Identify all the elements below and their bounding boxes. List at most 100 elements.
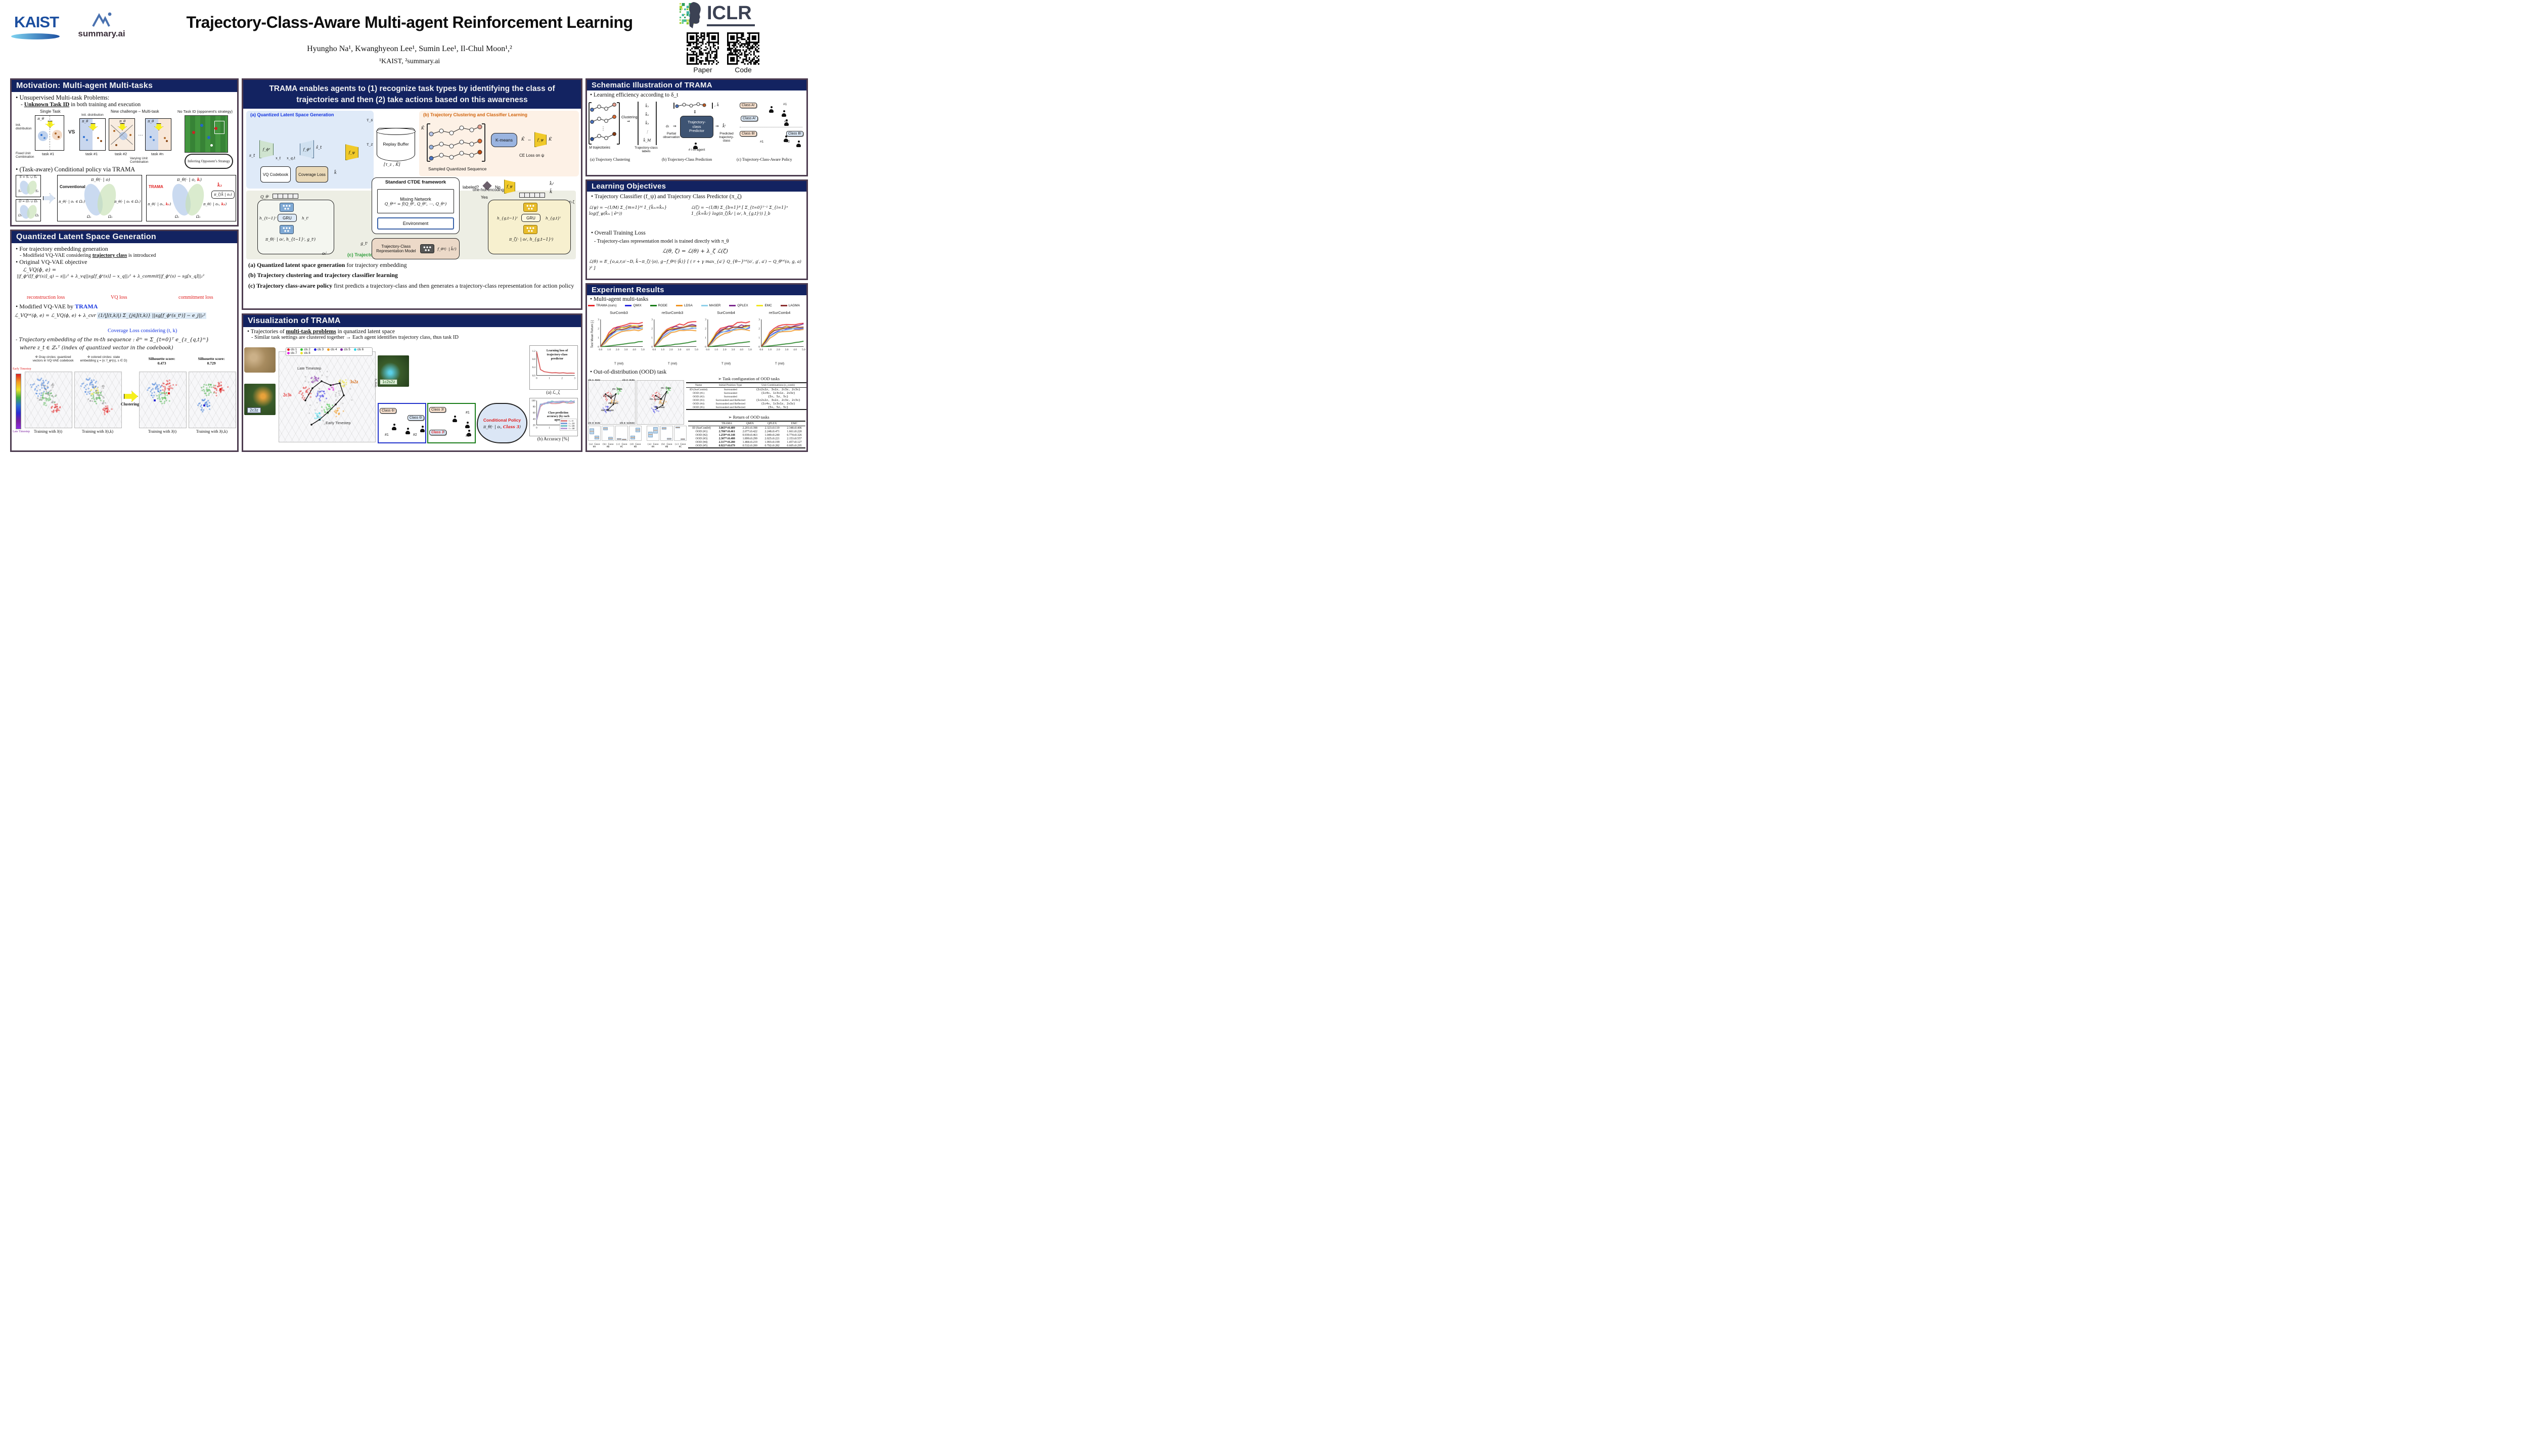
svg-text:2.0: 2.0 bbox=[616, 348, 619, 351]
init-dist-label1: Init. distribution bbox=[16, 123, 32, 130]
subplot-title: reSurComb4 bbox=[769, 310, 791, 315]
gray-circles-note: ※ Gray circles: quantized vectors in VQ-… bbox=[32, 355, 74, 363]
policy-right-label: π_ζ(· | oₜⁱ, h_{g,t−1}ⁱ) bbox=[509, 237, 554, 242]
task1a-label: task #1 bbox=[42, 152, 55, 156]
coverage-term: (1/|J(t,k)|) Σ_{j∈J(t,k)} ||sg[f_ϕᵉ(s_tᵏ… bbox=[97, 312, 207, 319]
svg-text:20: 20 bbox=[533, 424, 536, 427]
header: KAIST summary.ai Trajectory-Class-Aware … bbox=[0, 0, 809, 77]
authors: Hyungho Na¹, Kwanghyeon Lee¹, Sumin Lee¹… bbox=[307, 44, 512, 53]
table-cell: OOD (#1) bbox=[693, 391, 705, 395]
timestep-colorbar bbox=[16, 374, 21, 429]
taus-label: τ_s bbox=[367, 118, 373, 123]
Qi-label: Q_θⁱ bbox=[260, 195, 269, 200]
venn2-o2: Ω₂ bbox=[35, 214, 39, 217]
where-line: where z_t ∈ ℤ₊ᵀ (index of quantized vect… bbox=[20, 345, 173, 351]
silhouette-value-1: 0.473 bbox=[157, 361, 166, 366]
class6-box: Class 6! Class 6! #1 #2 bbox=[378, 403, 426, 443]
qr-code-label: Code bbox=[735, 66, 752, 74]
agent-icon bbox=[782, 110, 786, 117]
motivation-bullet1: • Unsupervised Multi-task Problems: bbox=[16, 94, 110, 101]
soccer-image bbox=[185, 115, 228, 153]
svg-text:1: 1 bbox=[549, 427, 550, 429]
clustering-step-label: Clustering⇒ bbox=[621, 116, 638, 123]
poster-title: Trajectory-Class-Aware Multi-agent Reinf… bbox=[186, 13, 633, 31]
svg-text:2: 2 bbox=[561, 377, 563, 380]
svg-text:0: 0 bbox=[536, 427, 537, 429]
svg-text:0.0: 0.0 bbox=[759, 348, 763, 351]
boxplot-thumb: (a) Case #A bbox=[647, 426, 659, 448]
quantized-bullet2: • Original VQ-VAE objective bbox=[16, 258, 87, 265]
svg-text:0.4: 0.4 bbox=[532, 367, 536, 369]
gru-right: GRU bbox=[521, 214, 540, 222]
trama-omega1: Ω₁ bbox=[175, 215, 179, 219]
svg-text:4.0: 4.0 bbox=[740, 348, 743, 351]
viz-sub: - Similar task settings are clustered to… bbox=[251, 335, 459, 340]
class6-bubble-2: Class 6! bbox=[407, 415, 424, 421]
vqvae-eq-rhs: ||f_ϕᵈ([f_ϕᵉ(s)]_q) − s||₂² + λ_vq||sg[f… bbox=[17, 274, 205, 279]
table-cell: OOD (#2) bbox=[693, 395, 705, 398]
fixed-unit-label: Fixed Unit Combination bbox=[16, 152, 34, 159]
m-trajectories-label: M trajectories bbox=[589, 146, 611, 150]
task2-label: task #2 bbox=[115, 152, 127, 156]
svg-text:3: 3 bbox=[651, 318, 653, 322]
svg-text:3.0: 3.0 bbox=[785, 348, 788, 351]
table-cell: 3.063*±0.489 bbox=[718, 426, 735, 430]
conv-omega1: Ω₁ bbox=[87, 215, 92, 219]
svg-text:3: 3 bbox=[705, 318, 706, 322]
mlp-bottom-left-icon bbox=[280, 225, 294, 235]
svg-text:5.0: 5.0 bbox=[695, 348, 698, 351]
agent-icon bbox=[693, 143, 698, 149]
arrow-down-icon bbox=[46, 121, 55, 128]
sub1-pre: - bbox=[21, 102, 24, 108]
b3-trama: TRAMA bbox=[75, 303, 98, 310]
legend-item: t = 0 bbox=[561, 420, 573, 422]
fe-label: f_ϕᵉ bbox=[262, 147, 270, 152]
venn-obs-box: Ω = Ω₁ ∪ Ω₂ Ω₁ Ω₂ bbox=[16, 199, 41, 221]
table-cell: {1c2s2z, 3s2z, 2c3z, 2c3s} bbox=[756, 398, 800, 402]
conv-eq-top: π_θ(· | o) bbox=[91, 177, 110, 183]
legend-item: TRAMA (ours) bbox=[588, 304, 616, 307]
iff-icon: ⇔ bbox=[527, 137, 532, 143]
legend-item: t = 30 bbox=[561, 427, 574, 430]
table-header: Name bbox=[686, 382, 711, 388]
classB-bubble-2: Class B! bbox=[786, 131, 803, 136]
svg-text:0: 0 bbox=[598, 345, 599, 348]
panel-objectives: Learning Objectives • Trajectory Classif… bbox=[585, 179, 808, 280]
panel-visualization: Visualization of TRAMA • Trajectories of… bbox=[242, 313, 582, 452]
tauz-label: τ_z bbox=[367, 142, 373, 147]
svg-text:40: 40 bbox=[533, 418, 536, 421]
class-labels-label: Trajectory-class labels bbox=[635, 146, 658, 154]
conv-eq-right: π_θ(· | o₂ ∈ Ω₁) bbox=[114, 200, 141, 204]
agent-id: #2 bbox=[786, 140, 790, 144]
legend-item: cls 3 bbox=[313, 348, 324, 351]
ce-psi-label: CE Loss on ψ bbox=[519, 153, 545, 158]
legend-item: cls 2 bbox=[300, 348, 310, 351]
ht-label: h_tⁱ bbox=[302, 216, 309, 221]
svg-text:0.0: 0.0 bbox=[652, 348, 656, 351]
agent2-id: #2 bbox=[413, 433, 417, 437]
ood-return-title: ➢ Return of OOD tasks bbox=[728, 415, 770, 420]
task-panel-n: π_θ bbox=[145, 118, 171, 151]
agent1-id: #1 bbox=[385, 433, 389, 437]
trama-eq-right: π_θ(· | o₂, k₂) bbox=[203, 202, 227, 206]
agent-icon bbox=[420, 426, 425, 432]
boxplot-thumb: (c) Case #C bbox=[615, 426, 628, 448]
legend-swatch bbox=[313, 348, 317, 351]
cls-label: cls 1: 3s2z bbox=[588, 379, 601, 382]
table-cell: 0.939±0.463 bbox=[742, 433, 757, 437]
kaist-logo: KAIST bbox=[14, 13, 59, 31]
task-panel-1: π_θ bbox=[79, 118, 106, 151]
table-cell: 1.049±0.240 bbox=[764, 433, 780, 437]
hg1-label: h_{g,t−1}ⁱ bbox=[497, 216, 518, 221]
pi-label: π_θ bbox=[148, 119, 154, 123]
results-bullet1: • Multi-agent multi-tasks bbox=[590, 296, 649, 302]
vq-codebook-box: VQ Codebook bbox=[260, 166, 291, 183]
agent-icon bbox=[467, 430, 471, 436]
legend-swatch bbox=[300, 352, 303, 355]
table-header: QPLEX bbox=[761, 421, 784, 426]
